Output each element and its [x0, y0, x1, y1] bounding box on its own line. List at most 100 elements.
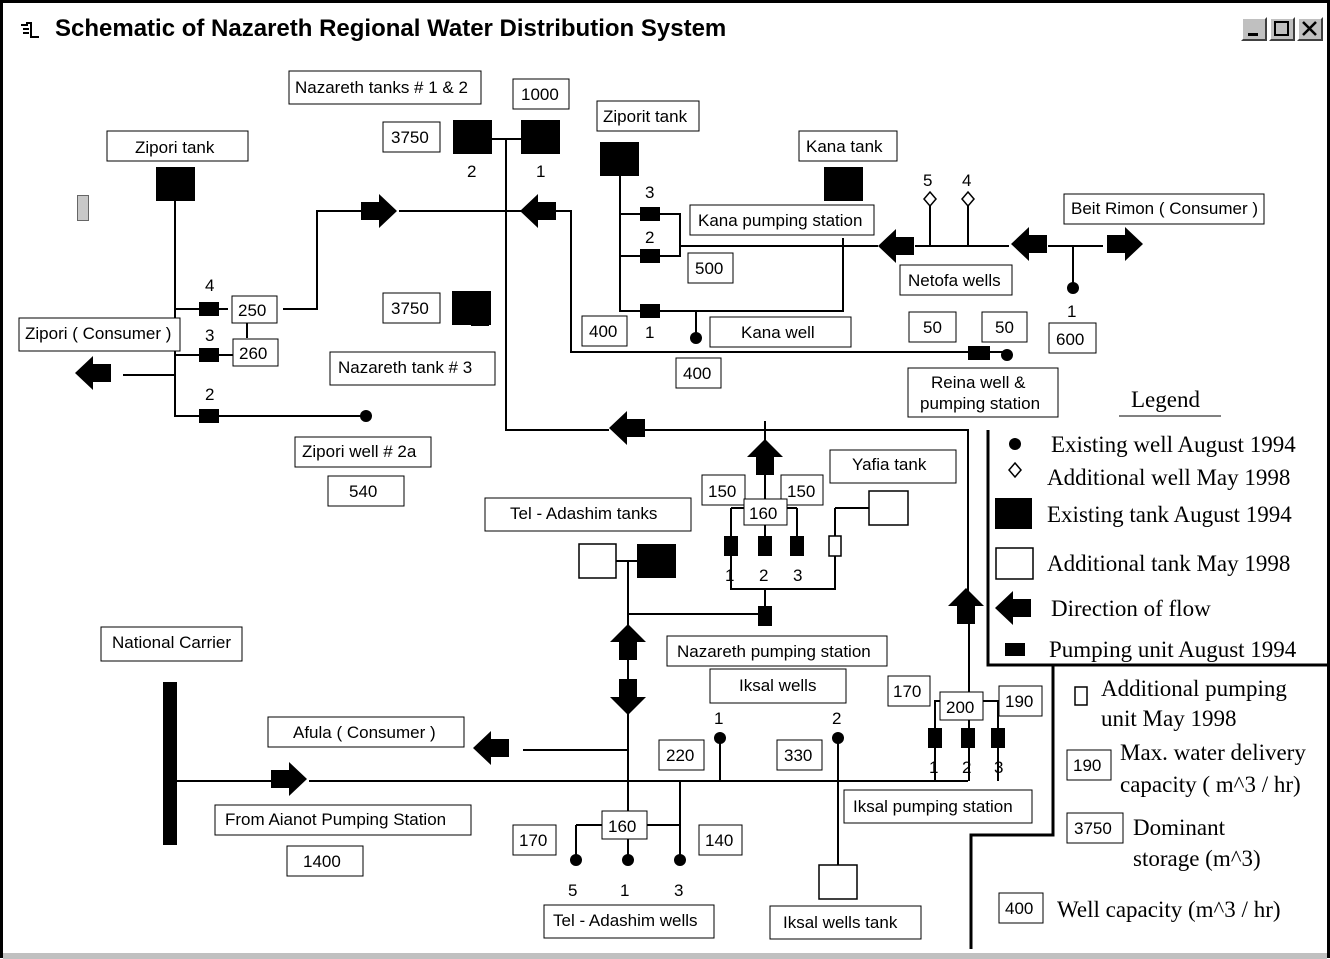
existing-tank-nazareth-2 [453, 120, 492, 154]
pump-nazareth-station [758, 606, 772, 626]
number-ziporit-3: 3 [645, 183, 654, 202]
well-netofa-4 [961, 190, 975, 208]
value-170-tel-adashim: 170 [519, 831, 547, 850]
legend-additional-pump-icon [1074, 686, 1088, 706]
number-netofa-4: 4 [962, 171, 971, 190]
well-zipori-2a [360, 410, 372, 422]
number-netofa-5: 5 [923, 171, 932, 190]
flow-arrow-zipori-east [361, 194, 397, 228]
existing-tank-tel-adashim [637, 544, 676, 578]
minimize-icon [1248, 33, 1258, 36]
flow-arrow-afula [473, 731, 509, 765]
value-3750-tank-3: 3750 [391, 299, 429, 318]
scroll-handle[interactable] [77, 195, 89, 221]
flow-arrow-reina-west [609, 411, 645, 445]
number-yafia-2: 2 [759, 566, 768, 585]
label-tel-adashim-tanks: Tel - Adashim tanks [510, 504, 657, 523]
number-ziporit-1: 1 [645, 323, 654, 342]
label-zipori-consumer: Zipori ( Consumer ) [25, 324, 171, 343]
legend-additional-well: Additional well May 1998 [1047, 465, 1290, 490]
legend-additional-pump-1: Additional pumping [1101, 676, 1287, 701]
value-50-b: 50 [995, 318, 1014, 337]
label-yafia-tank: Yafia tank [852, 455, 927, 474]
legend-well-capacity: Well capacity (m^3 / hr) [1057, 897, 1281, 922]
value-140: 140 [705, 831, 733, 850]
legend-max-delivery-1: Max. water delivery [1120, 740, 1306, 765]
label-netofa-wells: Netofa wells [908, 271, 1001, 290]
legend-direction: Direction of flow [1051, 596, 1211, 621]
additional-wells [923, 190, 975, 208]
component-labels: Nazareth tanks # 1 & 2 Zipori tank Zipor… [25, 78, 1258, 932]
number-tel-adashim-1: 1 [620, 881, 629, 900]
number-zipori-4: 4 [205, 276, 214, 295]
number-ziporit-2: 2 [645, 228, 654, 247]
title-bar[interactable]: Schematic of Nazareth Regional Water Dis… [3, 3, 1327, 47]
maximize-icon [1274, 21, 1289, 36]
value-330: 330 [784, 746, 812, 765]
value-1000: 1000 [521, 85, 559, 104]
pump-ziporit-3 [640, 207, 660, 221]
status-bar [3, 953, 1327, 959]
number-tank-1: 1 [536, 162, 545, 181]
flow-arrow-beit-rimon [1107, 227, 1143, 261]
flow-arrow-tel-adashim-up [610, 624, 646, 660]
value-500: 500 [695, 259, 723, 278]
pump-iksal-2 [961, 728, 975, 748]
legend: Legend Existing well August 1994 Additio… [995, 387, 1306, 924]
well-tel-adashim-3 [674, 854, 686, 866]
number-iksal-well-1: 1 [714, 709, 723, 728]
legend-pumping-unit-icon [1005, 643, 1025, 656]
label-zipori-tank: Zipori tank [135, 138, 215, 157]
well-iksal-1 [714, 732, 726, 744]
legend-direction-icon [995, 591, 1031, 625]
minimize-button[interactable] [1241, 17, 1267, 41]
number-tel-adashim-3: 3 [674, 881, 683, 900]
unit-numbers: 2 1 4 3 2 3 2 1 5 4 1 1 2 3 1 2 1 2 3 5 … [205, 162, 1076, 900]
number-tank-2: 2 [467, 162, 476, 181]
pump-iksal-1 [928, 728, 942, 748]
maximize-button[interactable] [1269, 17, 1295, 41]
legend-existing-well: Existing well August 1994 [1051, 432, 1296, 457]
well-tel-adashim-1 [622, 854, 634, 866]
value-190: 190 [1005, 692, 1033, 711]
well-kana [690, 332, 702, 344]
pump-yafia-1 [724, 536, 738, 556]
value-170-iksal: 170 [893, 682, 921, 701]
legend-dominant-2: storage (m^3) [1133, 846, 1261, 871]
flow-arrow-tel-adashim-down [610, 679, 646, 715]
pump-yafia-3 [790, 536, 804, 556]
label-nazareth-pumping-station: Nazareth pumping station [677, 642, 871, 661]
label-iksal-pumping-station: Iksal pumping station [853, 797, 1013, 816]
number-zipori-3: 3 [205, 326, 214, 345]
window-icon[interactable] [19, 21, 45, 41]
label-zipori-well: Zipori well # 2a [302, 442, 417, 461]
well-netofa-5 [923, 190, 937, 208]
value-160-yafia: 160 [749, 504, 777, 523]
additional-tank-tel-adashim [578, 543, 617, 579]
close-button[interactable] [1297, 17, 1323, 41]
window-title: Schematic of Nazareth Regional Water Dis… [55, 15, 727, 42]
flow-arrow-yafia-up [747, 439, 783, 475]
pump-zipori-4 [199, 302, 219, 316]
label-national-carrier: National Carrier [112, 633, 231, 652]
pump-iksal-3 [991, 728, 1005, 748]
value-400-ziporit: 400 [589, 322, 617, 341]
label-aianot: From Aianot Pumping Station [225, 810, 446, 829]
flow-arrow-zipori-consumer [75, 356, 111, 390]
number-yafia-1: 1 [725, 566, 734, 585]
label-nazareth-tanks-12: Nazareth tanks # 1 & 2 [295, 78, 468, 97]
label-nazareth-tank-3: Nazareth tank # 3 [338, 358, 472, 377]
existing-tank-nazareth-3 [452, 291, 491, 325]
flow-arrow-iksal-up [948, 588, 984, 624]
label-reina-2: pumping station [920, 394, 1040, 413]
value-400-kana-well: 400 [683, 364, 711, 383]
existing-tank-kana [824, 167, 863, 201]
value-150-a: 150 [708, 482, 736, 501]
schematic-diagram: Nazareth tanks # 1 & 2 Zipori tank Zipor… [18, 70, 1327, 949]
label-afula: Afula ( Consumer ) [293, 723, 436, 742]
label-reina-1: Reina well & [931, 373, 1026, 392]
flow-arrow-nazareth-west [520, 194, 556, 228]
value-250: 250 [238, 301, 266, 320]
well-reina [1001, 349, 1013, 361]
well-iksal-2 [832, 732, 844, 744]
